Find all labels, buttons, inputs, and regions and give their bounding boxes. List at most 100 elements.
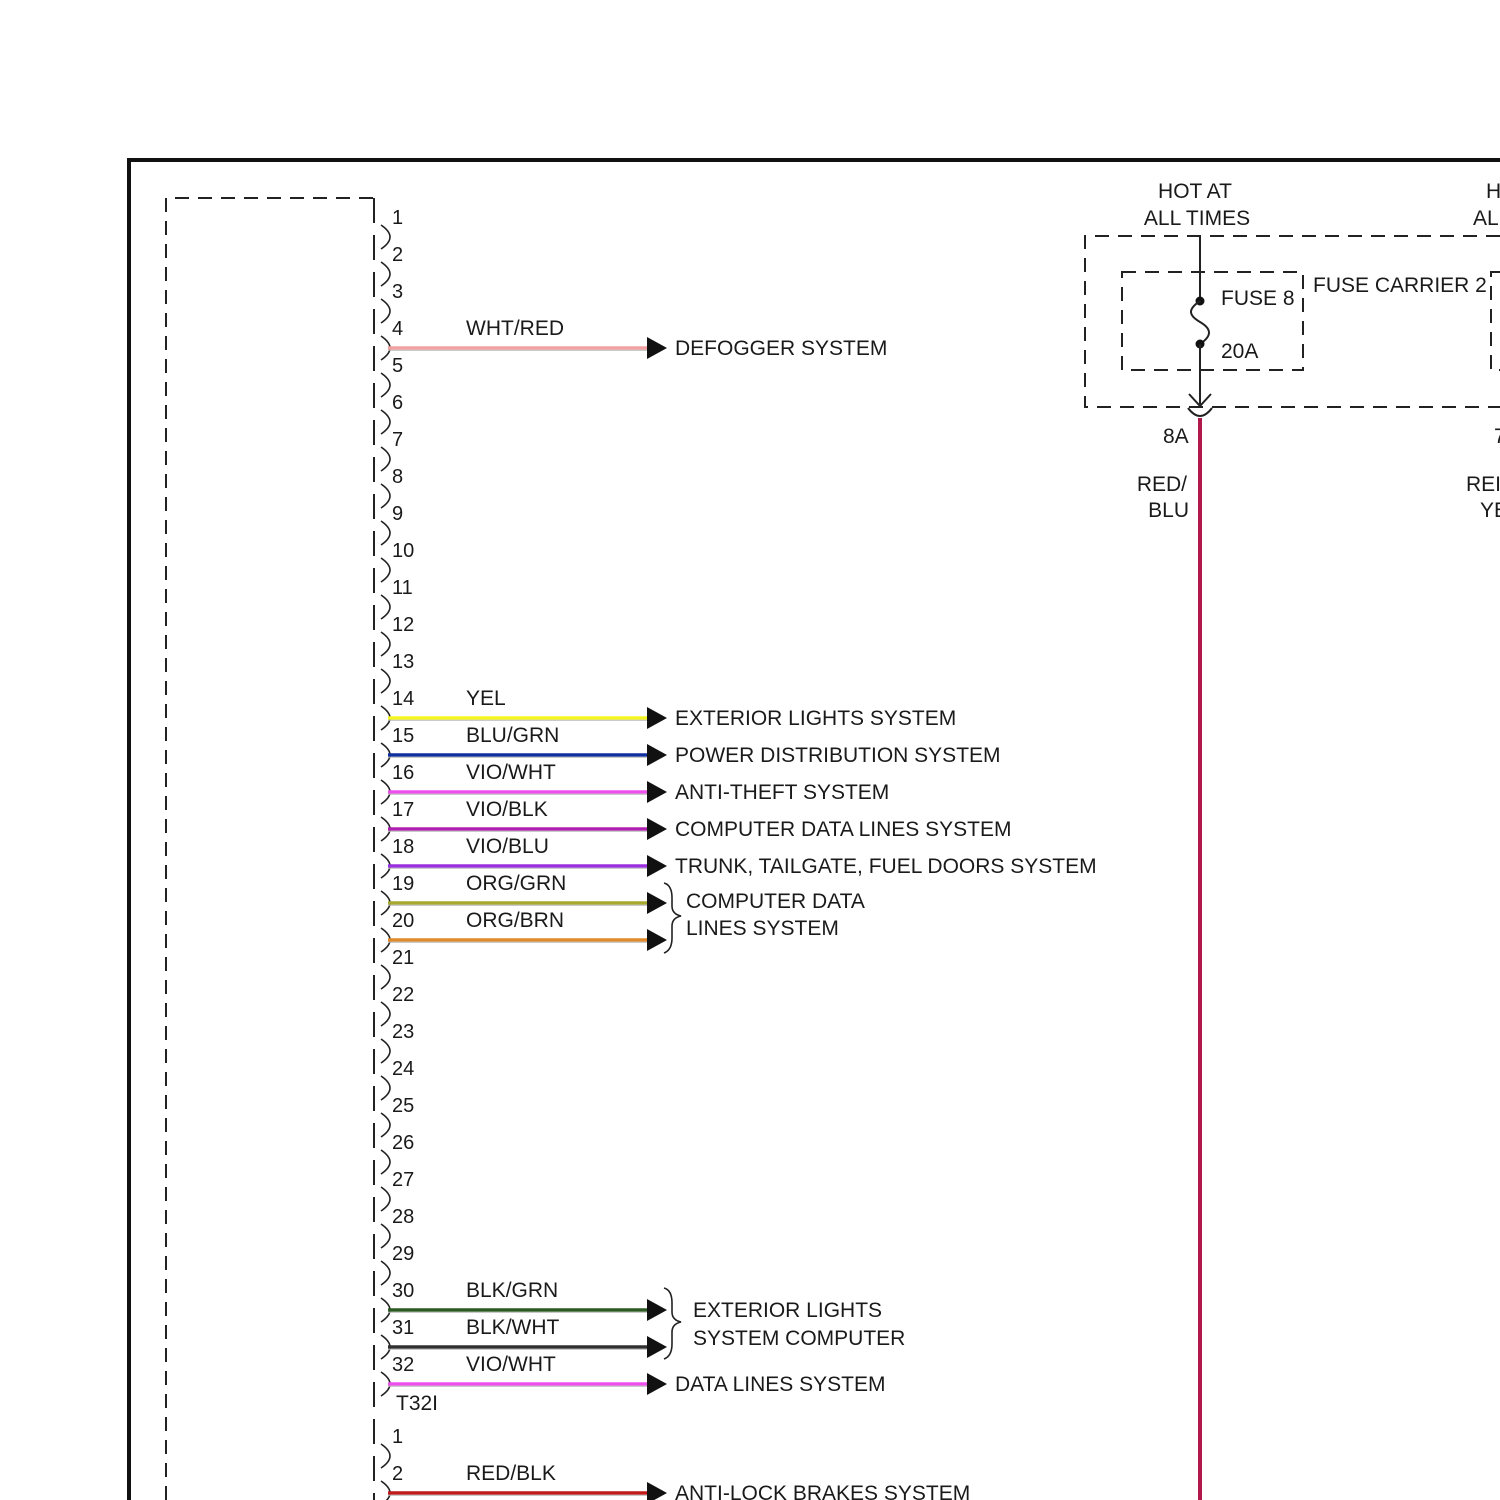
wire-arrow-icon — [647, 855, 667, 877]
pin-terminal-icon — [381, 1002, 390, 1026]
hot-at-all-times-label-line1: HOT AT — [1158, 180, 1232, 203]
fuse-7-outline — [1491, 272, 1500, 370]
fuse-terminal-label: 8A — [1163, 425, 1189, 448]
pin-terminal-icon — [381, 669, 390, 693]
pin-terminal-icon — [381, 632, 390, 656]
pin-number: 19 — [392, 873, 414, 895]
group-label-computer-data-line1: COMPUTER DATA — [686, 890, 865, 913]
pin-number: 17 — [392, 799, 414, 821]
wire-color-label: ORG/BRN — [466, 909, 564, 932]
pin-number: 29 — [392, 1243, 414, 1265]
fuse-carrier-label: FUSE CARRIER 2 — [1313, 274, 1487, 297]
pin-number: 32 — [392, 1354, 414, 1376]
pin-number: 7 — [392, 429, 403, 451]
fuse-rating: 20A — [1221, 340, 1258, 363]
pin-number: 11 — [392, 577, 413, 599]
pin-terminal-icon — [381, 1150, 390, 1174]
wire-arrow-icon — [647, 892, 667, 914]
pin-terminal-icon — [381, 1039, 390, 1063]
pin-terminal-icon — [381, 225, 390, 249]
wire-arrow-icon — [647, 929, 667, 951]
wire-color-label: YEL — [466, 687, 506, 710]
pin-number: 9 — [392, 503, 403, 525]
pin-number: 10 — [392, 540, 414, 562]
pin-terminal-icon — [381, 965, 390, 989]
pin-number: 20 — [392, 910, 414, 932]
hot-at-all-times-label-2-line1: H — [1486, 180, 1500, 203]
pin-terminal-icon — [381, 1113, 390, 1137]
wire-arrow-icon — [647, 781, 667, 803]
wire-color-label: VIO/WHT — [466, 1353, 556, 1376]
wire-target-label: EXTERIOR LIGHTS SYSTEM — [675, 707, 956, 730]
pin-number: 4 — [392, 318, 403, 340]
feed-wire-2-color-line2: YE — [1480, 499, 1500, 522]
pin-number: 2 — [392, 244, 403, 266]
wire-target-label: ANTI-LOCK BRAKES SYSTEM — [675, 1482, 970, 1500]
pin-terminal-icon — [381, 299, 390, 323]
pin-terminal-icon — [381, 484, 390, 508]
pin-terminal-icon — [381, 558, 390, 582]
group-label-computer-data-line2: LINES SYSTEM — [686, 917, 839, 940]
wire-target-label: POWER DISTRIBUTION SYSTEM — [675, 744, 1001, 767]
wire-color-label: BLK/GRN — [466, 1279, 558, 1302]
pin-number: 5 — [392, 355, 403, 377]
wire-arrow-icon — [647, 818, 667, 840]
wire-color-label: ORG/GRN — [466, 872, 566, 895]
wire-color-label: VIO/BLU — [466, 835, 549, 858]
feed-wire-color-line2: BLU — [1148, 499, 1189, 522]
wire-color-label: RED/BLK — [466, 1462, 556, 1485]
group-brace-computer-data — [664, 883, 681, 953]
wire-color-label: BLU/GRN — [466, 724, 559, 747]
pin-terminal-icon — [381, 521, 390, 545]
pin-terminal-icon — [381, 1481, 390, 1500]
fuse-terminal-label-2: 7 — [1494, 425, 1500, 448]
pin-number: 3 — [392, 281, 403, 303]
pin-number: 2 — [392, 1463, 403, 1485]
wire-target-label: COMPUTER DATA LINES SYSTEM — [675, 818, 1011, 841]
pin-number: 31 — [392, 1317, 414, 1339]
fuse-carrier-outline — [1085, 236, 1500, 407]
pin-terminal-icon — [381, 262, 390, 286]
pin-terminal-icon — [381, 1224, 390, 1248]
pin-terminal-icon — [381, 447, 390, 471]
group-label-exterior-lights-computer-line1: EXTERIOR LIGHTS — [693, 1299, 882, 1322]
pin-number: 24 — [392, 1058, 414, 1080]
pin-number: 12 — [392, 614, 414, 636]
wire-target-label: DATA LINES SYSTEM — [675, 1373, 885, 1396]
connector-pins: 1234567891011121314151617181920212223242… — [381, 207, 414, 1500]
pin-number: 26 — [392, 1132, 414, 1154]
wire-arrow-icon — [647, 707, 667, 729]
wire-arrow-icon — [647, 1373, 667, 1395]
pin-number: 8 — [392, 466, 403, 488]
pin-terminal-icon — [381, 410, 390, 434]
pin-number: 6 — [392, 392, 403, 414]
pin-number: 25 — [392, 1095, 414, 1117]
hot-at-all-times-label-2-line2: AL — [1473, 207, 1499, 230]
group-label-exterior-lights-computer-line2: SYSTEM COMPUTER — [693, 1327, 905, 1350]
pin-number: 28 — [392, 1206, 414, 1228]
fuse-name: FUSE 8 — [1221, 287, 1295, 310]
module-outline — [166, 198, 374, 1500]
wire-arrow-icon — [647, 1299, 667, 1321]
pin-number: 23 — [392, 1021, 414, 1043]
feed-wire-2-color-line1: REI — [1466, 473, 1500, 496]
hot-at-all-times-label-line2: ALL TIMES — [1144, 207, 1250, 230]
wire-arrow-icon — [647, 337, 667, 359]
wire-arrow-icon — [647, 744, 667, 766]
feed-wire-color-line1: RED/ — [1137, 473, 1187, 496]
group-brace-exterior-lights-computer — [664, 1288, 681, 1359]
pin-number: 27 — [392, 1169, 414, 1191]
pin-number: 1 — [392, 207, 403, 229]
pin-number: 15 — [392, 725, 414, 747]
wire-arrow-icon — [647, 1482, 667, 1500]
wire-color-label: VIO/WHT — [466, 761, 556, 784]
wire-arrow-icon — [647, 1336, 667, 1358]
pin-terminal-icon — [381, 1187, 390, 1211]
pin-number: 16 — [392, 762, 414, 784]
pin-terminal-icon — [381, 1076, 390, 1100]
pin-terminal-icon — [381, 1444, 390, 1468]
wire-color-label: VIO/BLK — [466, 798, 548, 821]
pin-number: 13 — [392, 651, 414, 673]
pin-terminal-icon — [381, 373, 390, 397]
